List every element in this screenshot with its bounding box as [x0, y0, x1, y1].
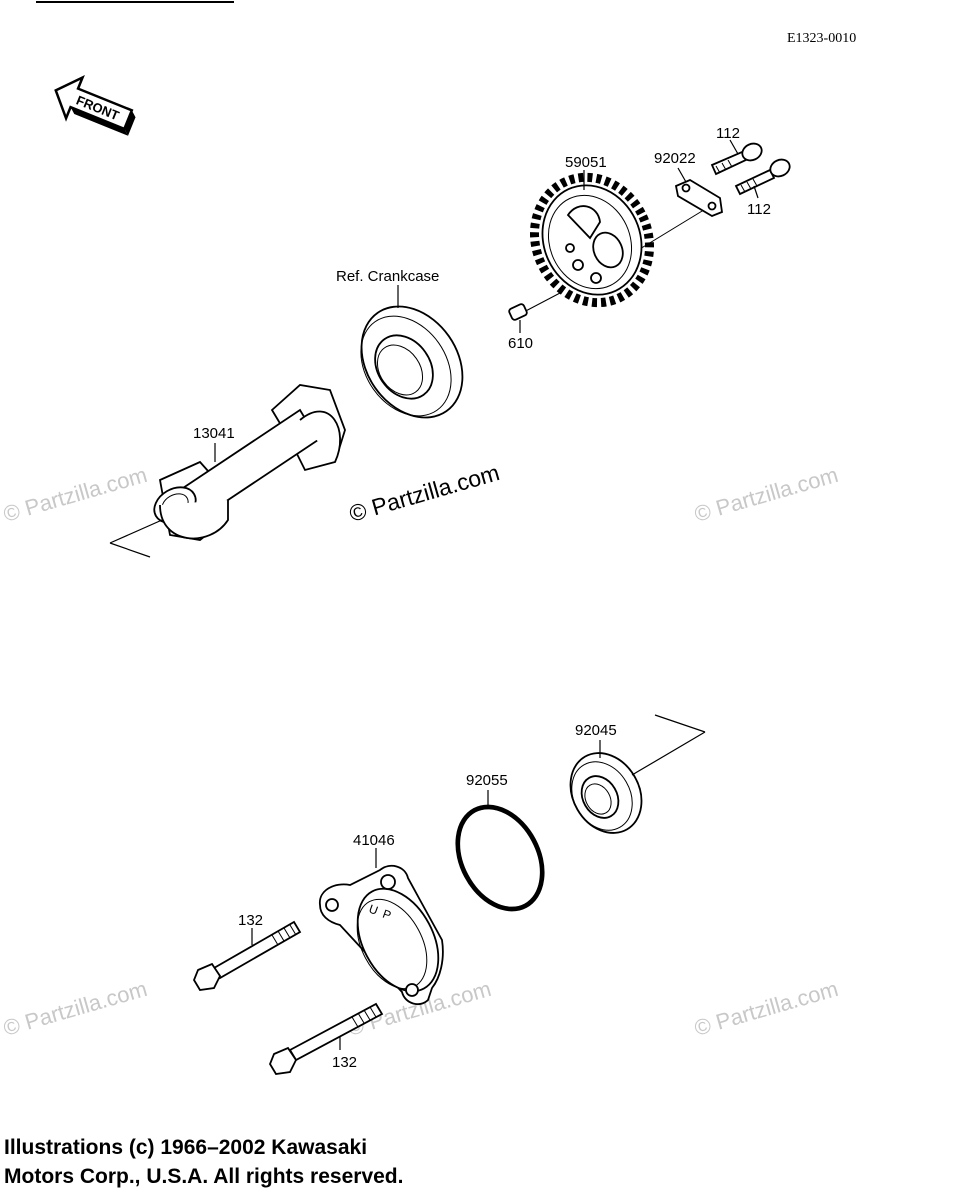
- bolt-112-top: [710, 142, 763, 176]
- leader-line: [109, 542, 151, 558]
- callout-112-top: 112: [716, 125, 740, 142]
- callout-92022: 92022: [654, 150, 696, 167]
- bolt-132-bottom: [268, 1002, 384, 1075]
- callout-13041: 13041: [193, 425, 235, 442]
- copyright-line-1: Illustrations (c) 1966–2002 Kawasaki: [4, 1136, 367, 1159]
- callout-41046: 41046: [353, 832, 395, 849]
- leader-line: [631, 731, 706, 776]
- watermark-center: © Partzilla.com: [346, 459, 502, 527]
- callout-112-bottom: 112: [747, 201, 771, 218]
- axis-line: [629, 204, 713, 256]
- bolt-132-top: [192, 920, 302, 991]
- copyright-line-2: Motors Corp., U.S.A. All rights reserved…: [4, 1165, 403, 1188]
- callout-92045: 92045: [575, 722, 617, 739]
- callout-92055: 92055: [466, 772, 508, 789]
- callout-ref-crankcase: Ref. Crankcase: [336, 268, 439, 285]
- leader-line: [753, 185, 759, 199]
- bearing-ref-crankcase: [360, 305, 464, 419]
- leader-line: [729, 139, 739, 155]
- leader-line: [654, 714, 706, 733]
- watermark: © Partzilla.com: [0, 976, 149, 1041]
- leader-line: [677, 167, 687, 183]
- watermark: © Partzilla.com: [0, 462, 149, 527]
- balancer-shaft-13041: [153, 384, 346, 541]
- callout-132-bottom: 132: [332, 1054, 357, 1071]
- callout-610: 610: [508, 335, 533, 352]
- leader-line: [109, 519, 163, 544]
- o-ring-92055: [455, 804, 545, 912]
- diagram-code: E1323-0010: [787, 31, 856, 46]
- front-arrow-icon: FRONT: [54, 74, 136, 136]
- bearing-92045: [569, 752, 643, 834]
- watermark: © Partzilla.com: [691, 976, 840, 1041]
- watermark: © Partzilla.com: [691, 462, 840, 527]
- gear-59051: [529, 172, 655, 308]
- lock-washer-92022: [674, 178, 723, 217]
- bolt-112-bottom: [734, 158, 791, 196]
- pin-610: [508, 303, 528, 321]
- housing-cover-41046: UP: [319, 864, 444, 1006]
- callout-132-top: 132: [238, 912, 263, 929]
- callout-59051: 59051: [565, 154, 607, 171]
